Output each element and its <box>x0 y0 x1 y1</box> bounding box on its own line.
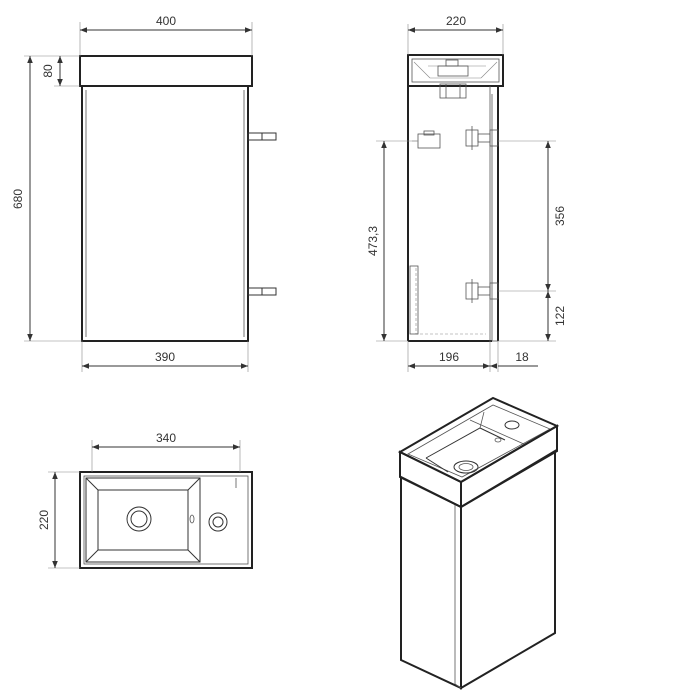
front-door-panel <box>81 85 249 342</box>
dim-body-depth: 196 <box>439 350 459 364</box>
iso-cabinet-front <box>400 475 462 690</box>
dim-top-height: 80 <box>41 64 55 78</box>
dim-overall-height: 680 <box>11 189 25 209</box>
side-lower-hinge <box>465 279 499 303</box>
dim-overall-width: 400 <box>156 14 176 28</box>
top-tap-hole-outer <box>208 512 228 532</box>
dim-lower-hinge-height: 122 <box>553 306 567 326</box>
top-outline <box>79 471 253 569</box>
dim-door-thickness: 18 <box>515 350 529 364</box>
side-view: 220 473,3 356 122 196 18 <box>366 14 567 372</box>
front-top-basin <box>79 55 253 87</box>
dim-hinge-height: 473,3 <box>366 226 380 256</box>
iso-tap-hole <box>504 420 520 430</box>
side-drain-pipe <box>415 268 486 335</box>
front-lower-hinge <box>247 287 277 296</box>
top-drain-outer <box>126 506 152 532</box>
dim-door-width: 390 <box>155 350 175 364</box>
top-tap-hole-inner <box>212 516 224 528</box>
side-siphon <box>412 83 467 149</box>
top-basin-rim <box>85 477 201 563</box>
top-drain-inner <box>130 510 148 528</box>
dim-basin-width: 340 <box>156 431 176 445</box>
dim-overall-depth: 220 <box>446 14 466 28</box>
top-basin-bottom <box>97 489 189 551</box>
side-top-basin <box>407 54 504 87</box>
top-view: 340 220 <box>37 431 253 569</box>
front-view: 400 80 680 390 <box>11 14 277 372</box>
iso-drain <box>453 460 479 474</box>
top-overflow <box>189 514 195 524</box>
iso-cabinet-side <box>460 449 556 690</box>
isometric-view <box>397 396 560 690</box>
dim-top-depth: 220 <box>37 510 51 530</box>
dim-hinge-spacing: 356 <box>553 206 567 226</box>
front-upper-hinge <box>247 132 277 141</box>
side-upper-hinge <box>465 126 499 150</box>
